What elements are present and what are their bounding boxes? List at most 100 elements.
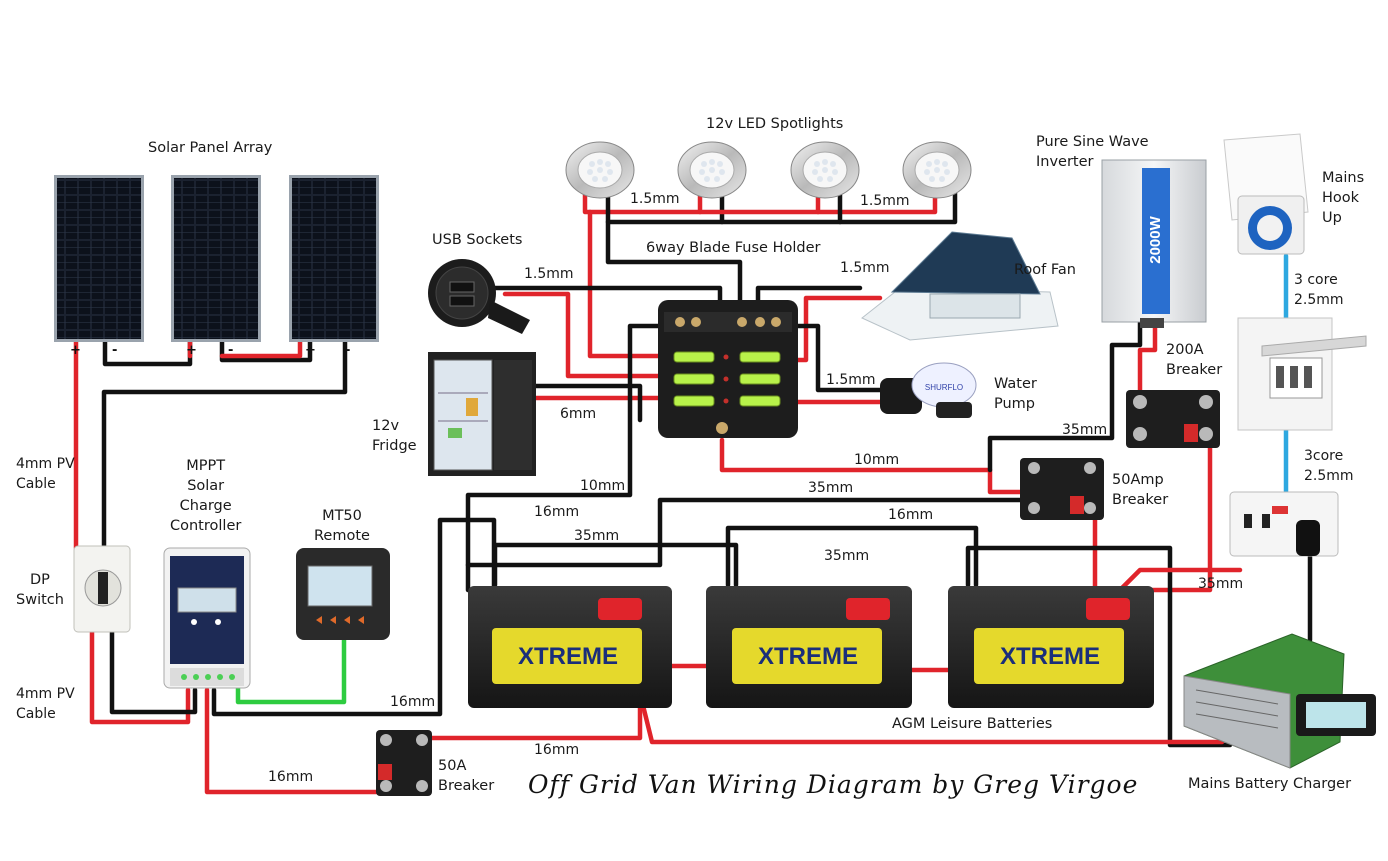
cable-label-light-b: 1.5mm bbox=[860, 193, 910, 209]
spotlight-1 bbox=[565, 141, 635, 199]
battery-brand-2: XTREME bbox=[758, 643, 858, 670]
cable-label-light-a: 1.5mm bbox=[630, 191, 680, 207]
fan-positive-wire bbox=[787, 295, 883, 363]
spotlight-2 bbox=[677, 141, 747, 199]
mt50-remote bbox=[296, 548, 390, 640]
svg-text:SHURFLO: SHURFLO bbox=[925, 383, 963, 392]
panel1-minus: - bbox=[112, 343, 118, 358]
cable-label-charger-35: 35mm bbox=[1198, 576, 1244, 592]
panel3-minus: - bbox=[345, 343, 351, 358]
spotlight-fuse-positive bbox=[587, 209, 671, 359]
battery-link-negative-1 bbox=[492, 542, 739, 588]
mt50-data-wire bbox=[235, 637, 347, 705]
label-hookup: Mains Hook Up bbox=[1322, 170, 1365, 226]
inverter-rating: 2000W bbox=[1147, 215, 1164, 263]
solar-panel-2 bbox=[171, 175, 261, 342]
cable-label-link-35: 35mm bbox=[824, 548, 870, 564]
mains-hookup bbox=[1223, 133, 1309, 255]
breaker-50a bbox=[376, 730, 432, 796]
cable-label-mppt-16: 16mm bbox=[390, 694, 436, 710]
panel1-plus: + bbox=[70, 343, 81, 358]
fridge bbox=[428, 352, 536, 476]
consumer-unit bbox=[1237, 317, 1367, 431]
mppt-controller bbox=[163, 547, 251, 689]
cable-label-bus-16a: 16mm bbox=[534, 504, 580, 520]
cable-label-breaker-10: 10mm bbox=[854, 452, 900, 468]
breaker-50amp bbox=[1020, 458, 1104, 520]
fuse-battery-negative bbox=[465, 323, 663, 593]
cable-label-pv-bottom: 4mm PV Cable bbox=[16, 686, 75, 722]
cable-label-usb: 1.5mm bbox=[524, 266, 574, 282]
label-roof-fan: Roof Fan bbox=[1014, 262, 1076, 278]
label-batteries: AGM Leisure Batteries bbox=[892, 716, 1053, 732]
battery-brand-3: XTREME bbox=[1000, 643, 1100, 670]
label-breaker-200a: 200A Breaker bbox=[1166, 342, 1223, 378]
panel2-plus: + bbox=[186, 343, 197, 358]
label-water-pump: Water Pump bbox=[994, 376, 1037, 412]
label-breaker-50a: 50A Breaker bbox=[438, 758, 495, 794]
panel-link-wire-2 bbox=[219, 339, 313, 363]
label-breaker-50amp: 50Amp Breaker bbox=[1112, 472, 1169, 508]
battery-link-negative-2 bbox=[725, 525, 979, 588]
breaker-200a bbox=[1126, 390, 1220, 448]
cable-label-pv-top: 4mm PV Cable bbox=[16, 456, 75, 492]
battery-1: XTREME bbox=[468, 586, 672, 708]
battery-2: XTREME bbox=[706, 586, 912, 708]
solar-panel-1 bbox=[54, 175, 144, 342]
cable-label-breaker-16: 16mm bbox=[534, 742, 580, 758]
pv-negative-wire bbox=[101, 339, 348, 551]
dp-mppt-positive bbox=[89, 627, 191, 725]
fridge-negative-wire bbox=[527, 383, 643, 423]
water-pump: SHURFLO bbox=[880, 362, 977, 418]
cable-label-pump: 1.5mm bbox=[826, 372, 876, 388]
dp-mppt-negative bbox=[109, 627, 198, 715]
panel-link-wire-1 bbox=[102, 339, 193, 367]
battery-3: XTREME bbox=[948, 586, 1154, 708]
spotlight-positive-b bbox=[815, 187, 938, 215]
inverter-positive-wire bbox=[1137, 315, 1158, 395]
roof-fan bbox=[861, 231, 1059, 341]
spotlight-negative-a bbox=[605, 187, 725, 225]
solar-panel-3 bbox=[289, 175, 379, 342]
diagram-title: Off Grid Van Wiring Diagram by Greg Virg… bbox=[528, 770, 1139, 799]
spotlight-negative-b bbox=[837, 187, 958, 225]
label-fridge: 12v Fridge bbox=[372, 418, 417, 454]
label-dp-switch: DP Switch bbox=[16, 572, 64, 608]
cable-label-fan: 1.5mm bbox=[840, 260, 890, 276]
panel3-plus: + bbox=[305, 343, 316, 358]
led-spotlights bbox=[565, 141, 972, 199]
label-fuse-holder: 6way Blade Fuse Holder bbox=[646, 240, 821, 256]
battery-brand-1: XTREME bbox=[518, 643, 618, 670]
label-charger: Mains Battery Charger bbox=[1188, 776, 1352, 792]
label-usb-sockets: USB Sockets bbox=[432, 232, 523, 248]
label-mt50: MT50 Remote bbox=[314, 508, 370, 544]
fuse-holder bbox=[658, 300, 798, 438]
label-inverter: Pure Sine Wave Inverter bbox=[1036, 134, 1149, 170]
solar-panel-array bbox=[54, 175, 379, 342]
label-mppt: MPPT Solar Charge Controller bbox=[170, 458, 242, 534]
inverter-breaker-battery bbox=[1102, 427, 1213, 593]
label-solar-panel-array: Solar Panel Array bbox=[148, 140, 273, 156]
usb-socket bbox=[428, 259, 530, 334]
battery-charger bbox=[1183, 633, 1376, 769]
inverter: 2000W bbox=[1101, 159, 1207, 328]
cable-label-fuse-10: 10mm bbox=[580, 478, 626, 494]
usb-positive-wire bbox=[502, 291, 671, 379]
panel2-minus: - bbox=[228, 343, 234, 358]
inverter-negative-wire bbox=[987, 315, 1143, 473]
cable-label-fridge: 6mm bbox=[560, 406, 597, 422]
cable-label-bus-16b: 16mm bbox=[888, 507, 934, 523]
panel-series-red bbox=[219, 339, 303, 359]
dp-switch bbox=[73, 545, 131, 633]
spotlight-positive-a bbox=[582, 187, 703, 215]
cable-label-bus-35a: 35mm bbox=[808, 480, 854, 496]
label-spotlights: 12v LED Spotlights bbox=[706, 116, 844, 132]
cable-label-inverter-35: 35mm bbox=[1062, 422, 1108, 438]
cable-label-bus-35b: 35mm bbox=[574, 528, 620, 544]
spotlight-fuse-negative bbox=[605, 219, 743, 313]
spotlight-4 bbox=[902, 141, 972, 199]
cable-label-ac-3core: 3 core 2.5mm bbox=[1294, 272, 1344, 308]
cable-label-ac-3core-2: 3core 2.5mm bbox=[1304, 448, 1354, 484]
